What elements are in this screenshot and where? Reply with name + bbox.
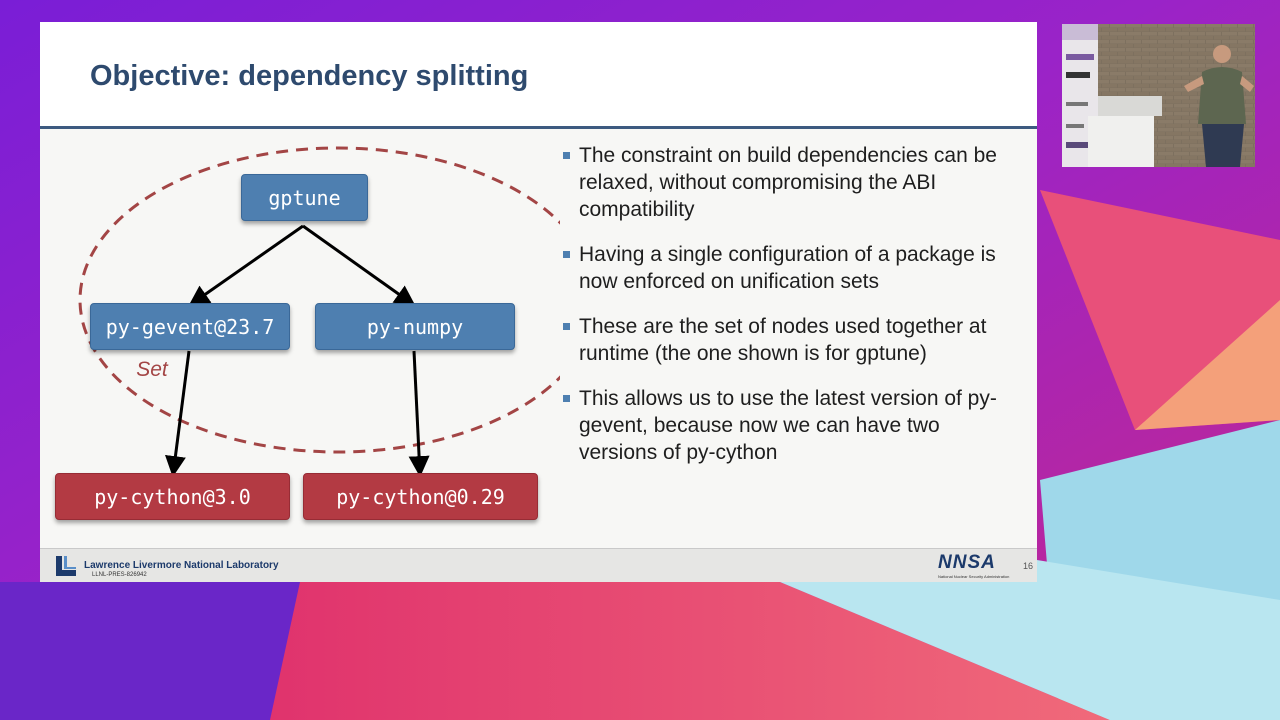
bullet-item: Having a single configuration of a packa… bbox=[560, 241, 1010, 295]
speaker-video-inset bbox=[1062, 24, 1255, 167]
bullet-text: The constraint on build dependencies can… bbox=[579, 144, 997, 221]
nnsa-logo: NNSA bbox=[938, 552, 996, 573]
node-py-gevent: py-gevent@23.7 bbox=[90, 303, 290, 350]
page-number: 16 bbox=[1023, 561, 1034, 571]
nnsa-subtitle: National Nuclear Security Administration bbox=[938, 574, 1010, 579]
bullet-text: This allows us to use the latest version… bbox=[579, 387, 997, 464]
bullet-item: This allows us to use the latest version… bbox=[560, 385, 1010, 466]
edge-gptune-numpy bbox=[302, 224, 416, 307]
edge-gevent-cython3 bbox=[165, 350, 191, 478]
node-gptune: gptune bbox=[241, 174, 368, 221]
slide-title: Objective: dependency splitting bbox=[90, 60, 529, 92]
node-py-cython-3: py-cython@3.0 bbox=[55, 473, 290, 520]
llnl-logo-icon bbox=[56, 556, 76, 576]
slide-footer: Lawrence Livermore National Laboratory L… bbox=[40, 548, 1037, 582]
bullet-square-icon bbox=[563, 323, 570, 330]
diagram-edges bbox=[78, 146, 560, 478]
title-bar: Objective: dependency splitting bbox=[40, 22, 1037, 129]
bullet-list: The constraint on build dependencies can… bbox=[560, 142, 1010, 484]
lab-name: Lawrence Livermore National Laboratory bbox=[84, 560, 279, 571]
bullet-square-icon bbox=[563, 152, 570, 159]
bullet-text: Having a single configuration of a packa… bbox=[579, 243, 996, 293]
bullet-square-icon bbox=[563, 395, 570, 402]
node-py-numpy: py-numpy bbox=[315, 303, 515, 350]
doc-id: LLNL-PRES-826942 bbox=[92, 572, 147, 578]
dependency-diagram: Unification Set gptune py-gevent@23.7 py… bbox=[40, 129, 560, 549]
edge-numpy-cython029 bbox=[408, 350, 430, 478]
bullet-item: The constraint on build dependencies can… bbox=[560, 142, 1010, 223]
speaker-video-frame bbox=[1062, 24, 1255, 167]
unification-label-line2: Set bbox=[136, 358, 168, 381]
edge-gptune-gevent bbox=[188, 224, 304, 307]
unification-set-ellipse bbox=[78, 146, 560, 454]
bullet-text: These are the set of nodes used together… bbox=[579, 315, 987, 365]
node-py-cython-029: py-cython@0.29 bbox=[303, 473, 538, 520]
slide: Objective: dependency splitting Unificat… bbox=[40, 22, 1037, 582]
bullet-square-icon bbox=[563, 251, 570, 258]
bullet-item: These are the set of nodes used together… bbox=[560, 313, 1010, 367]
